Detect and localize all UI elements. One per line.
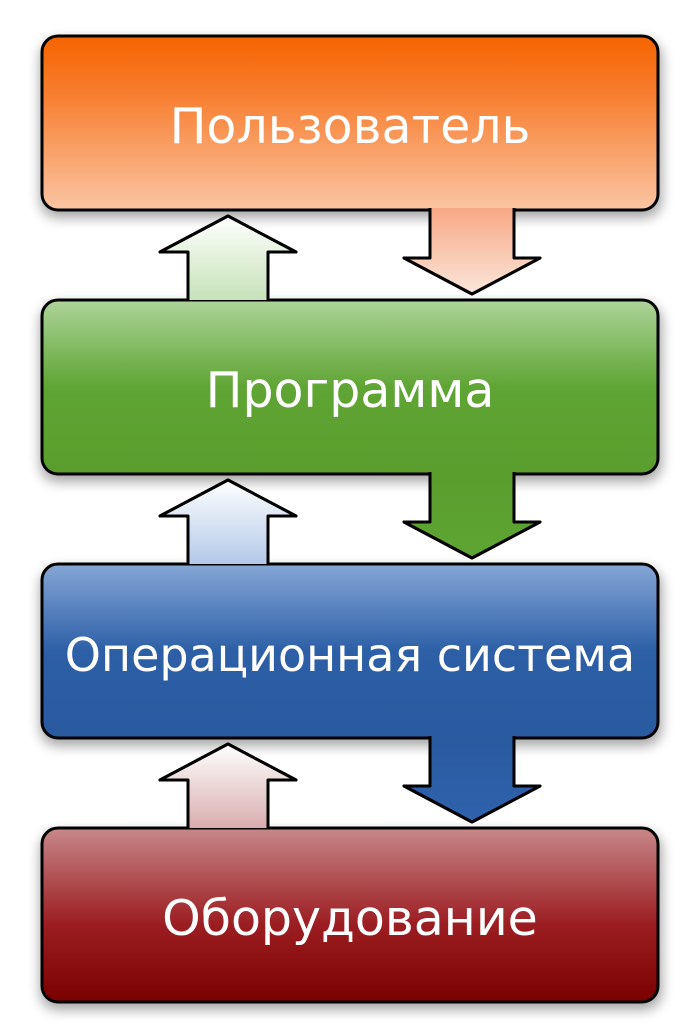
down-arrow-user-to-program-head	[402, 208, 542, 296]
layer-block-user	[40, 34, 660, 212]
up-arrow-program-to-user-head	[158, 214, 298, 300]
down-arrow-os-to-hardware-head	[402, 736, 542, 824]
up-arrow-os-to-program-head	[158, 478, 298, 564]
up-arrow-hardware-to-os-head	[158, 742, 298, 828]
layer-block-hardware	[40, 826, 660, 1004]
layer-block-os	[40, 562, 660, 740]
layer-block-program	[40, 298, 660, 476]
down-arrow-program-to-os-head	[402, 472, 542, 560]
